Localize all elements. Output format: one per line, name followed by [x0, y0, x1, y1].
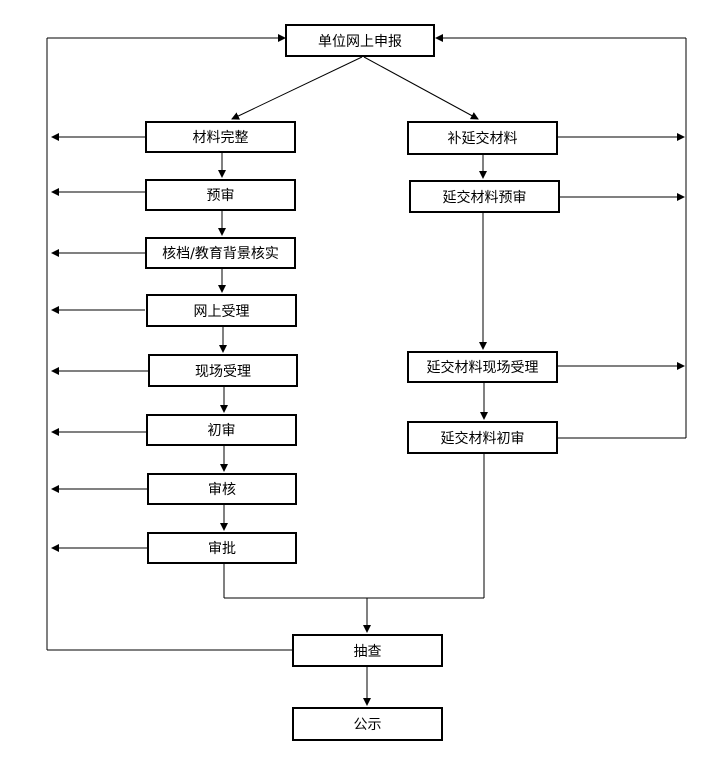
node-late-pre-review: 延交材料预审 — [409, 180, 560, 213]
node-review: 审核 — [147, 473, 297, 505]
node-online-accept: 网上受理 — [146, 294, 297, 327]
node-apply-online: 单位网上申报 — [285, 24, 435, 57]
branch-right-arrow — [363, 56, 479, 120]
node-late-first-review: 延交材料初审 — [407, 421, 558, 454]
node-pre-review: 预审 — [145, 179, 296, 211]
node-supplement: 补延交材料 — [407, 121, 558, 155]
node-archive-check: 核档/教育背景核实 — [145, 237, 296, 269]
node-materials-complete: 材料完整 — [145, 121, 296, 153]
node-late-onsite-accept: 延交材料现场受理 — [407, 351, 558, 383]
node-publicize: 公示 — [292, 707, 443, 741]
node-approve: 审批 — [147, 532, 297, 564]
branch-left-arrow — [231, 56, 363, 120]
node-spot-check: 抽查 — [292, 634, 443, 667]
node-onsite-accept: 现场受理 — [148, 354, 298, 387]
node-first-review: 初审 — [146, 414, 297, 446]
